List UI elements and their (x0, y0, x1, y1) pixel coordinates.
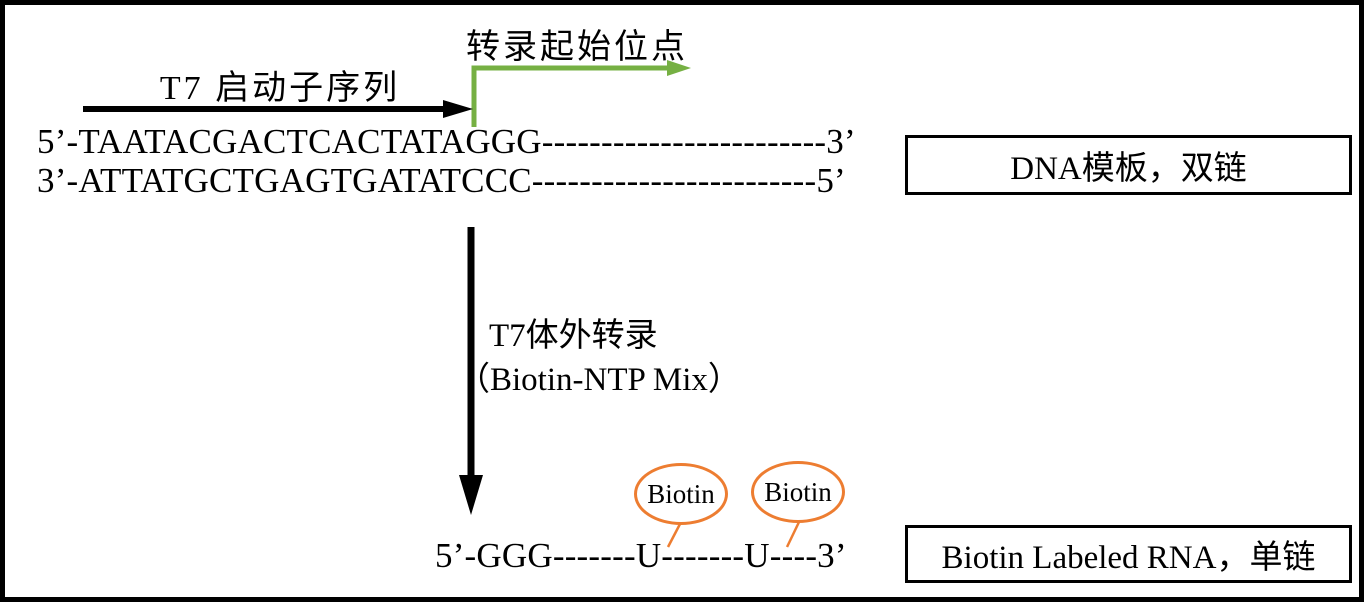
dna-template-box-label: DNA模板，双链 (1010, 151, 1247, 187)
transcription-start-label: 转录起始位点 (466, 29, 688, 66)
t7-promoter-arrow-icon (83, 100, 473, 118)
rna-product-box: Biotin Labeled RNA，单链 (905, 525, 1352, 583)
t7-ivt-label: T7体外转录 (489, 318, 658, 354)
biotin-tag-1: Biotin (634, 463, 728, 525)
biotin-tag-1-label: Biotin (647, 478, 715, 509)
biotin-tag-2-label: Biotin (764, 476, 832, 507)
transcription-reaction-arrow-icon (459, 227, 483, 515)
biotin-ntp-mix-label: （Biotin-NTP Mix） (457, 362, 741, 398)
rna-product-box-label: Biotin Labeled RNA，单链 (941, 540, 1316, 576)
dna-bottom-strand: 3’-ATTATGCTGAGTGATATCCC-----------------… (37, 161, 846, 200)
dna-template-box: DNA模板，双链 (905, 135, 1352, 195)
dna-top-strand: 5’-TAATACGACTCACTATAGGG-----------------… (37, 122, 856, 161)
biotin-connector-lines (666, 521, 801, 548)
transcription-start-arrow-icon (471, 60, 691, 127)
dna-duplex-sequences: 5’-TAATACGACTCACTATAGGG-----------------… (37, 122, 856, 200)
biotin-tag-2: Biotin (751, 461, 845, 523)
t7-promoter-label: T7 启动子序列 (159, 70, 401, 107)
rna-sequence: 5’-GGG-------U-------U----3’ (435, 536, 847, 575)
